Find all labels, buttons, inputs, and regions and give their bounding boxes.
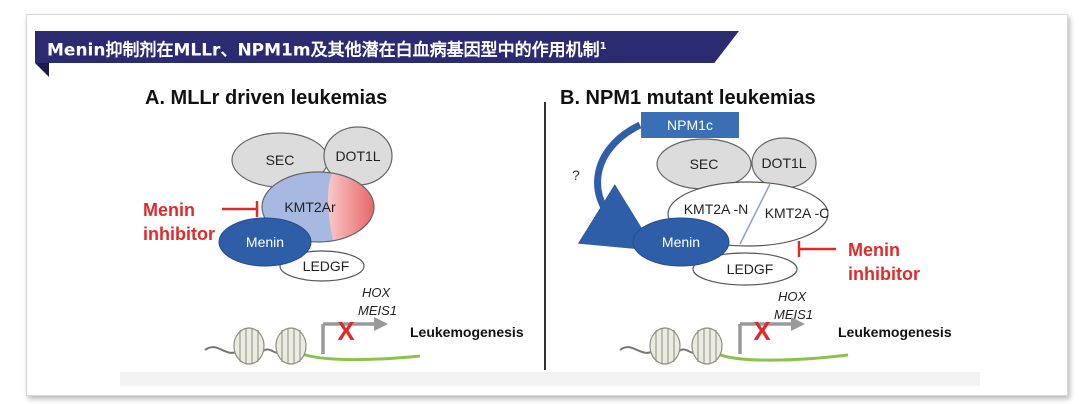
panel-b-npm1c-label: NPM1c — [667, 117, 713, 133]
panel-b-block-mark: X — [753, 316, 771, 346]
panel-a-dot1l-label: DOT1L — [335, 148, 380, 164]
panel-b-menin-label: Menin — [662, 234, 700, 250]
panel-b-leukemogenesis: Leukemogenesis — [838, 324, 952, 340]
panel-a-title: A. MLLr driven leukemias — [145, 87, 387, 109]
panel-b-promoter-arrow — [738, 317, 805, 354]
panel-a-inhibitor-label-1: Menin — [143, 200, 195, 220]
panel-a-ledgf-label: LEDGF — [303, 258, 350, 274]
panel-b-inhibitor-bar — [797, 241, 836, 257]
panel-b-menin-node — [632, 217, 730, 267]
panel-a-promoter-arrow — [321, 317, 388, 354]
banner-footnote: 1 — [599, 41, 607, 52]
panel-b-nucleosome-2 — [691, 327, 723, 365]
panel-b-nucleosome-1 — [649, 327, 681, 365]
panel-b-question-mark: ? — [572, 167, 580, 183]
panel-b-sec-label: SEC — [690, 156, 719, 172]
panel-b-dot1l-label: DOT1L — [761, 155, 806, 171]
panel-b-kmt2a-c-label: KMT2A -C — [765, 205, 830, 221]
panel-b-npm1c-box — [641, 112, 739, 138]
panel-a-block-mark: X — [337, 316, 355, 346]
panel-b-ledgf-node — [692, 252, 798, 286]
panel-b-gene-hox: HOX — [778, 289, 808, 304]
panel-a-gene-hox: HOX — [362, 285, 392, 300]
panel-b-npm1c-arrow — [577, 121, 656, 251]
panel-b-title: B. NPM1 mutant leukemias — [560, 87, 816, 109]
panel-a-inhibitor-bar — [222, 201, 259, 217]
panel-a-menin-label: Menin — [246, 234, 284, 250]
panel-a-sec-label: SEC — [266, 152, 295, 168]
panel-a-gene-meis1: MEIS1 — [358, 303, 397, 318]
slide-frame: Menin抑制剂在MLLr、NPM1m及其他潜在白血病基因型中的作用机制1 — [26, 14, 1068, 396]
panel-a-nucleosome-1 — [233, 327, 265, 365]
panel-b-kmt2a-split — [739, 183, 771, 245]
panel-b-inhibitor-label-2: inhibitor — [848, 264, 920, 284]
panel-b-ledgf-label: LEDGF — [727, 261, 774, 277]
panel-b-gene-meis1: MEIS1 — [774, 307, 813, 322]
panel-b-inhibitor-label-1: Menin — [848, 240, 900, 260]
panel-b-kmt2a-n-label: KMT2A -N — [684, 201, 749, 217]
banner-fold — [35, 63, 49, 77]
panel-a-nucleosome-2 — [275, 327, 307, 365]
panel-a-inhibitor-label-2: inhibitor — [143, 224, 215, 244]
background-band — [120, 372, 980, 386]
slide-banner: Menin抑制剂在MLLr、NPM1m及其他潜在白血病基因型中的作用机制1 — [35, 31, 739, 63]
banner-title: Menin抑制剂在MLLr、NPM1m及其他潜在白血病基因型中的作用机制 — [47, 40, 600, 61]
panel-a-menin-node — [218, 217, 312, 267]
panel-a-leukemogenesis: Leukemogenesis — [410, 324, 524, 340]
panel-a-kmt2ar-label: KMT2Ar — [284, 199, 336, 215]
panel-a-ledgf-node — [279, 250, 365, 282]
